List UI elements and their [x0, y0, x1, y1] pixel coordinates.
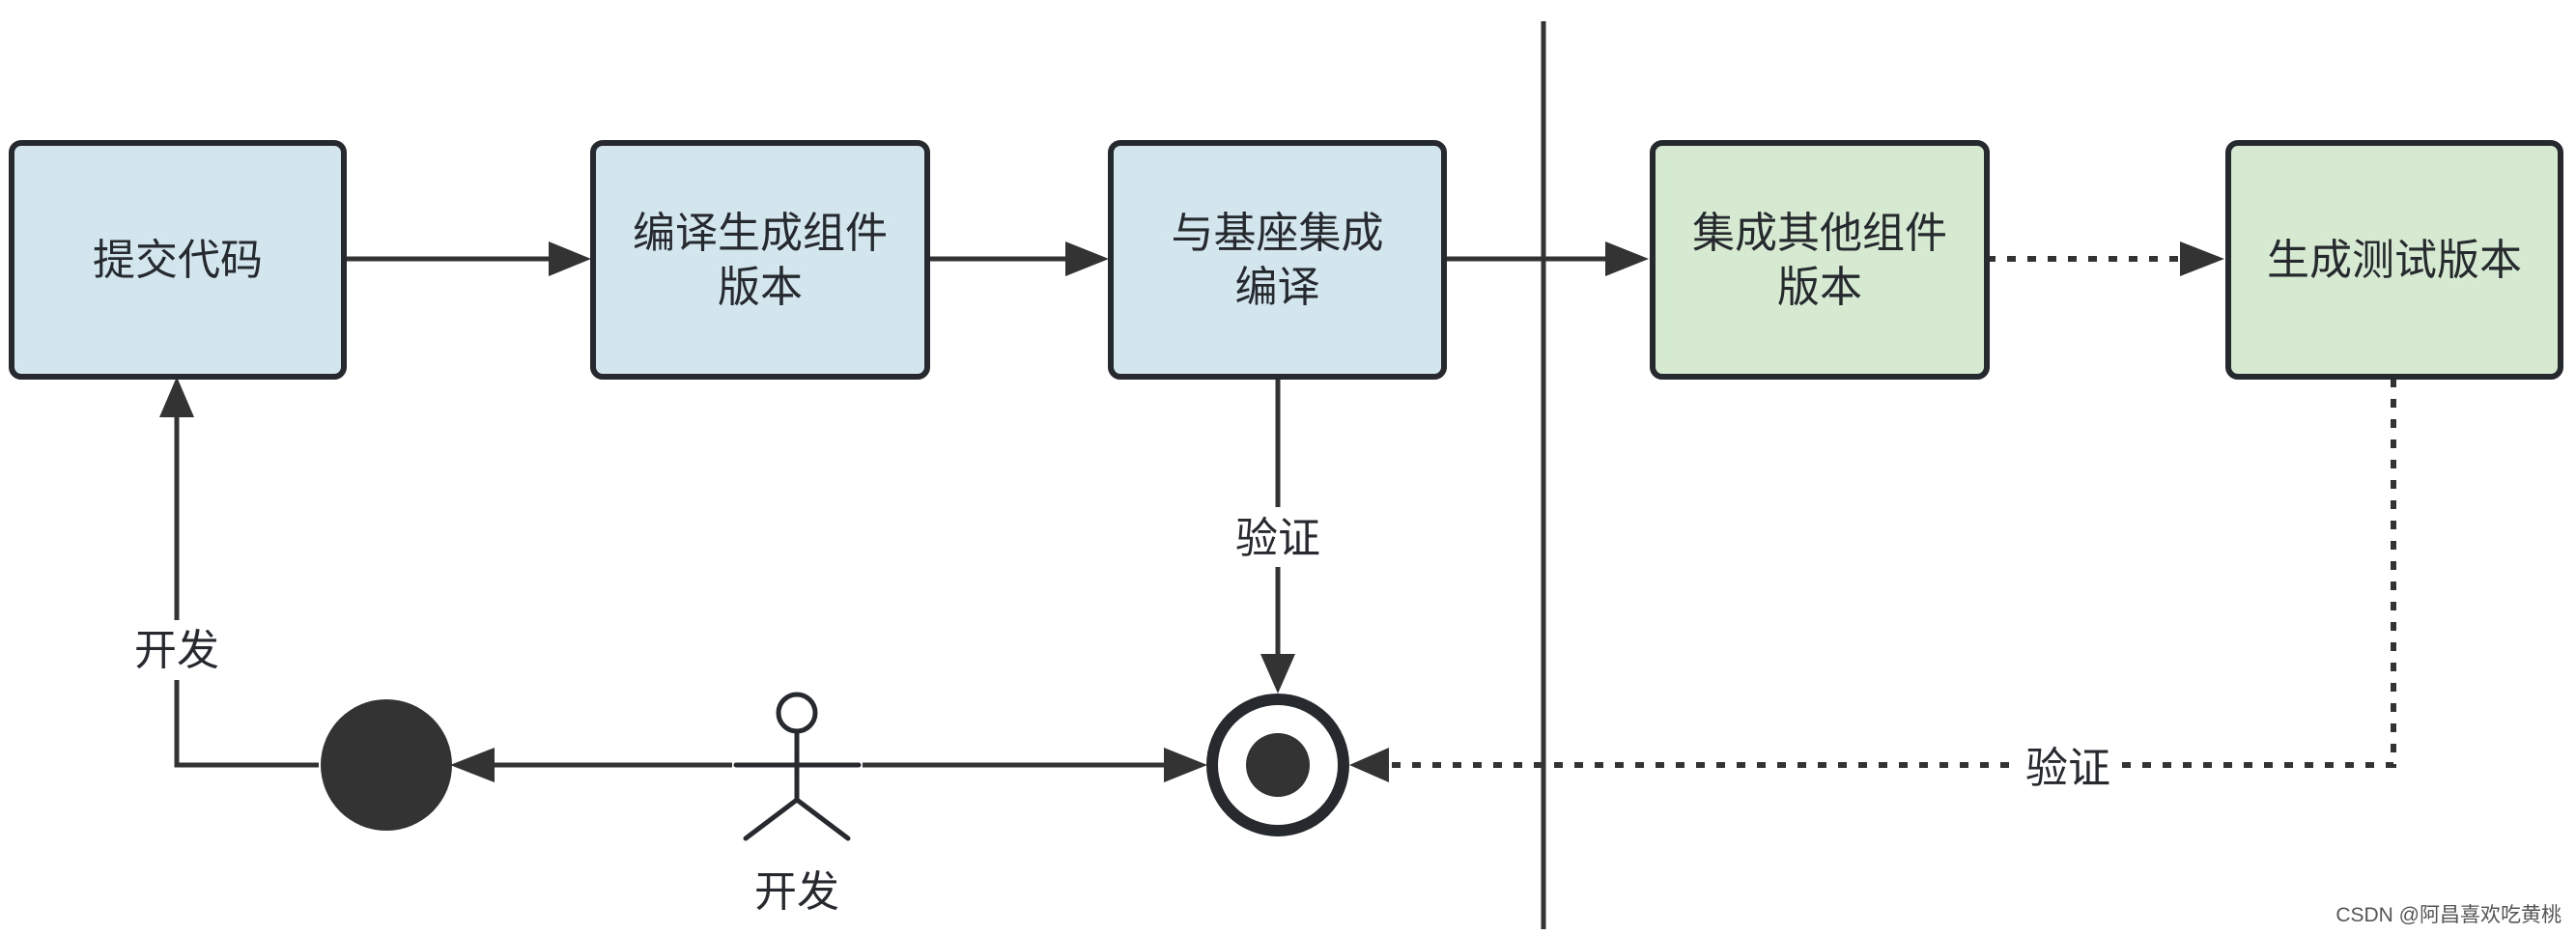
node-box [2225, 140, 2563, 380]
node-label-line: 集成其他组件 [1692, 209, 1947, 258]
arrowhead [159, 377, 194, 417]
node-generate-test: 生成测试版本 [2225, 140, 2563, 380]
arrowhead [1164, 748, 1207, 782]
node-label-line: 版本 [1777, 263, 1862, 312]
node-label-line: 版本 [718, 263, 803, 312]
node-label-line: 与基座集成 [1172, 209, 1384, 258]
end-state-icon [1206, 694, 1349, 836]
label-background [126, 620, 228, 680]
node-box [1108, 140, 1447, 380]
arrowhead [1260, 654, 1295, 694]
arrowhead [1349, 748, 1389, 782]
actor-label: 开发 [754, 867, 839, 917]
arrowhead [549, 241, 591, 276]
edge-label-verify-mid: 验证 [1235, 514, 1320, 563]
arrowhead [450, 748, 495, 782]
stick-figure-icon [733, 692, 862, 841]
node-submit-code: 提交代码 [9, 140, 347, 380]
label-background [1227, 507, 1329, 567]
node-box [9, 140, 347, 380]
node-box [1650, 140, 1990, 380]
arrowhead [1605, 241, 1649, 276]
watermark: CSDN @阿昌喜欢吃黄桃 [2335, 904, 2562, 926]
start-state-icon [321, 699, 452, 831]
node-label-line: 提交代码 [93, 236, 263, 285]
arrowhead [1065, 241, 1109, 276]
edge-label-verify-right: 验证 [2025, 744, 2110, 793]
node-label-line: 生成测试版本 [2267, 236, 2522, 285]
edge-label-develop: 开发 [134, 626, 219, 675]
edge-start-to-submit [174, 386, 319, 768]
node-label-line: 编译 [1235, 263, 1320, 312]
label-background [2017, 738, 2119, 798]
node-box [590, 140, 930, 380]
edge-test-to-end [1389, 379, 2396, 768]
arrowhead [2180, 241, 2224, 276]
node-label-line: 编译生成组件 [633, 209, 888, 258]
arrowheads [159, 241, 2224, 782]
